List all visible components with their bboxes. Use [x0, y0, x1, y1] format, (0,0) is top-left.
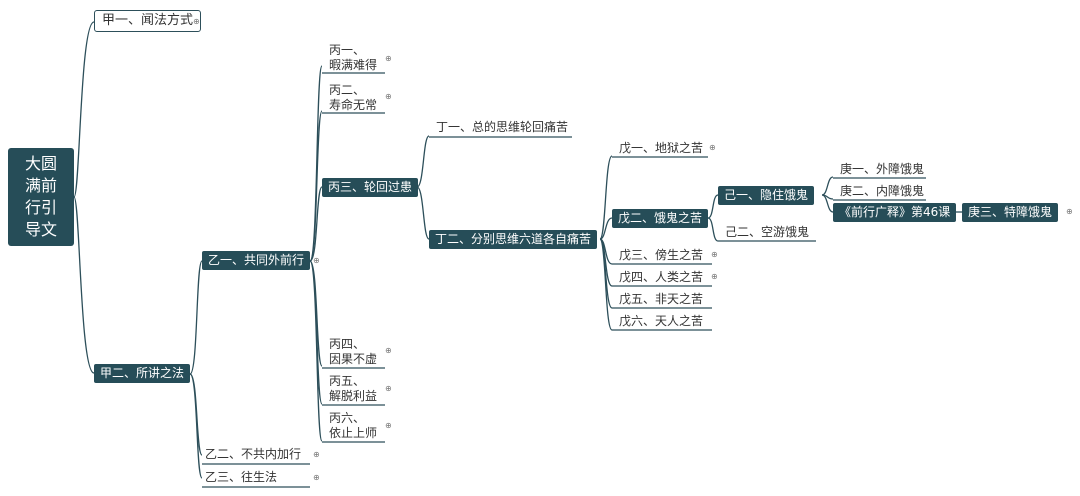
- node-yi3[interactable]: 乙三、往生法: [205, 470, 278, 484]
- expand-icon[interactable]: ⊕: [193, 17, 200, 26]
- expand-icon[interactable]: ⊕: [711, 250, 718, 259]
- node-bing5-line2: 解脱利益: [329, 389, 378, 403]
- connector-yi1-bing3: [309, 186, 323, 262]
- expand-icon[interactable]: ⊕: [385, 92, 392, 101]
- expand-icon[interactable]: ⊕: [313, 473, 320, 482]
- expand-icon[interactable]: ⊕: [709, 143, 716, 152]
- node-geng3[interactable]: 庚三、特障饿鬼: [962, 203, 1059, 222]
- node-bing6-line1: 丙六、: [329, 411, 366, 425]
- expand-icon[interactable]: ⊕: [385, 54, 392, 63]
- node-bing5-line1: 丙五、: [329, 374, 366, 388]
- connector-root-jia2: [73, 196, 95, 374]
- node-bing2[interactable]: 丙二、 寿命无常: [326, 83, 380, 113]
- connector-jia2-yi1: [189, 260, 203, 375]
- expand-icon[interactable]: ⊕: [385, 384, 392, 393]
- connector-ding2-wu2: [599, 217, 613, 240]
- connector-root-jia1: [73, 21, 95, 198]
- node-lesson[interactable]: 《前行广释》第46课: [833, 203, 957, 222]
- node-bing1-line1: 丙一、: [329, 43, 366, 57]
- node-wu6[interactable]: 戊六、天人之苦: [619, 314, 704, 328]
- connector-bing3-ding2: [416, 186, 430, 240]
- connector-jia2-yi3: [189, 373, 203, 479]
- node-ding2[interactable]: 丁二、分别思维六道各自痛苦: [429, 230, 598, 249]
- node-yi2[interactable]: 乙二、不共内加行: [205, 447, 302, 461]
- node-bing6-line2: 依止上师: [329, 426, 378, 440]
- node-jia2[interactable]: 甲二、所讲之法: [94, 364, 191, 383]
- expand-icon[interactable]: ⊕: [313, 450, 320, 459]
- node-bing2-line1: 丙二、: [329, 83, 366, 97]
- connector-ji1-geng1: [821, 176, 834, 196]
- expand-icon[interactable]: ⊕: [313, 256, 320, 265]
- node-bing4-line2: 因果不虚: [329, 352, 378, 366]
- node-bing4-line1: 丙四、: [329, 337, 366, 351]
- node-wu1[interactable]: 戊一、地狱之苦: [619, 141, 704, 155]
- node-wu2[interactable]: 戊二、饿鬼之苦: [612, 209, 709, 228]
- node-bing4[interactable]: 丙四、 因果不虚: [326, 337, 380, 367]
- node-bing1[interactable]: 丙一、 暇满难得: [326, 43, 380, 73]
- connector-ding2-wu1: [599, 155, 613, 240]
- node-bing1-line2: 暇满难得: [329, 58, 378, 72]
- node-bing2-line2: 寿命无常: [329, 98, 378, 112]
- node-jia1[interactable]: 甲一、闻法方式: [94, 10, 202, 32]
- node-bing6[interactable]: 丙六、 依止上师: [326, 411, 380, 441]
- node-ji1[interactable]: 己一、隐住饿鬼: [718, 186, 815, 205]
- connector-ding2-wu6: [599, 238, 613, 331]
- connector-yi1-bing2: [309, 110, 323, 262]
- expand-icon[interactable]: ⊕: [1066, 207, 1073, 216]
- connector-yi1-bing6: [309, 260, 323, 442]
- expand-icon[interactable]: ⊕: [711, 272, 718, 281]
- expand-icon[interactable]: ⊕: [385, 421, 392, 430]
- node-bing3[interactable]: 丙三、轮回过患: [322, 178, 419, 197]
- connector-ji1-lesson: [821, 194, 834, 213]
- node-wu4[interactable]: 戊四、人类之苦: [619, 270, 704, 284]
- expand-icon[interactable]: ⊕: [385, 346, 392, 355]
- node-bing5[interactable]: 丙五、 解脱利益: [326, 374, 380, 404]
- node-ding1[interactable]: 丁一、总的思维轮回痛苦: [436, 120, 569, 134]
- node-geng1[interactable]: 庚一、外障饿鬼: [840, 162, 925, 176]
- node-ji2[interactable]: 己二、空游饿鬼: [725, 225, 810, 239]
- node-yi1[interactable]: 乙一、共同外前行: [202, 251, 311, 270]
- root-node[interactable]: 大圆满前行引导文: [8, 148, 74, 246]
- node-wu3[interactable]: 戊三、傍生之苦: [619, 248, 704, 262]
- node-geng2[interactable]: 庚二、内障饿鬼: [840, 184, 925, 198]
- connector-bing3-ding1: [416, 135, 430, 188]
- node-wu5[interactable]: 戊五、非天之苦: [619, 292, 704, 306]
- connector-wu2-ji1: [707, 194, 719, 219]
- connector-wu2-ji2: [707, 217, 719, 242]
